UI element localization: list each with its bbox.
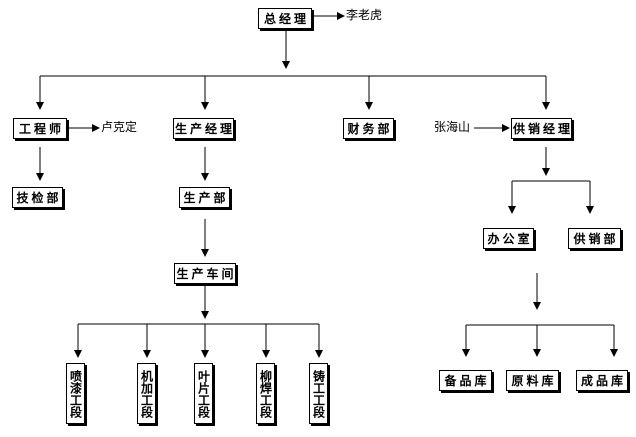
node-production-manager: 生产经理 — [173, 118, 234, 139]
node-spare-parts-store: 备品库 — [439, 370, 492, 391]
node-finance-dept: 财务部 — [343, 118, 394, 139]
node-general-manager: 总经理 — [258, 8, 312, 29]
node-paint-section: 喷漆工段 — [66, 363, 85, 424]
node-engineer: 工程师 — [13, 118, 67, 139]
node-raw-material-store: 原料库 — [506, 370, 559, 391]
node-workshop: 生产车间 — [174, 263, 236, 284]
node-casting-section: 铸工工段 — [309, 363, 328, 424]
note-gm-person: 李老虎 — [346, 8, 383, 22]
node-tech-inspection-dept: 技检部 — [12, 187, 63, 208]
node-production-dept: 生产部 — [179, 187, 230, 208]
note-supply-person: 张海山 — [434, 120, 471, 134]
node-office: 办公室 — [483, 228, 534, 249]
node-machining-section: 机加工段 — [137, 363, 156, 424]
node-finished-goods-store: 成品库 — [576, 370, 628, 391]
node-blade-section: 叶片工段 — [194, 363, 213, 424]
node-welding-section: 柳焊工段 — [256, 363, 275, 424]
node-supply-manager: 供销经理 — [511, 118, 572, 139]
note-engineer-person: 卢克定 — [101, 120, 138, 134]
node-supply-dept: 供销部 — [568, 228, 621, 249]
